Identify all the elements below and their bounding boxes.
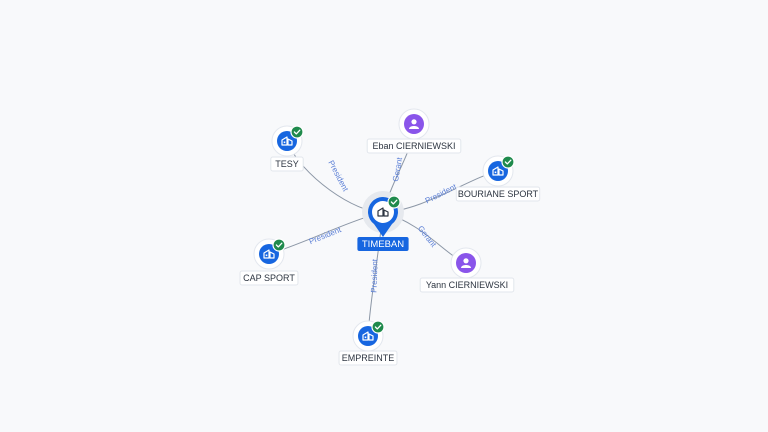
node-timeban[interactable]: TIMEBAN	[357, 191, 409, 251]
node-bouriane[interactable]: BOURIANE SPORT	[455, 155, 541, 202]
building-icon	[281, 136, 293, 146]
building-icon	[263, 249, 275, 259]
building-icon	[377, 207, 389, 217]
edge-label: President	[326, 159, 350, 194]
building-icon	[362, 331, 374, 341]
check-icon	[290, 125, 304, 139]
node-label: Eban CIERNIEWSKI	[372, 141, 455, 151]
node-label: CAP SPORT	[243, 273, 295, 283]
node-capsport[interactable]: CAP SPORT	[239, 238, 299, 286]
node-label: TIMEBAN	[362, 239, 404, 250]
edge-label: Gerant	[391, 156, 404, 182]
node-empreinte[interactable]: EMPREINTE	[338, 320, 398, 366]
check-icon	[272, 238, 286, 252]
check-icon	[387, 195, 401, 209]
check-icon	[501, 155, 515, 169]
node-label-box	[366, 138, 462, 154]
building-icon	[492, 166, 504, 176]
person-icon	[409, 119, 419, 129]
node-label-box	[338, 350, 398, 366]
node-label: Yann CIERNIEWSKI	[426, 280, 508, 290]
node-label-box	[455, 186, 541, 202]
person-icon	[461, 258, 471, 268]
node-label: BOURIANE SPORT	[458, 189, 539, 199]
node-label: EMPREINTE	[342, 353, 395, 363]
edge-label: President	[308, 225, 343, 246]
edge-label: President	[424, 182, 459, 206]
check-icon	[371, 320, 385, 334]
node-eban[interactable]: Eban CIERNIEWSKI	[366, 108, 462, 154]
node-label-box	[239, 270, 299, 286]
nodes-layer: TESY Eban CIERNIEWSKI BOURIANE SPORT Yann C…	[239, 108, 541, 366]
node-yann[interactable]: Yann CIERNIEWSKI	[419, 247, 515, 293]
node-label-box	[357, 237, 409, 251]
node-tesy[interactable]: TESY	[270, 125, 304, 172]
edge-label: President	[369, 258, 379, 293]
node-label-box	[419, 277, 515, 293]
node-label: TESY	[275, 159, 299, 169]
node-label-box	[270, 156, 304, 172]
edge-label: Gerant	[416, 224, 439, 249]
